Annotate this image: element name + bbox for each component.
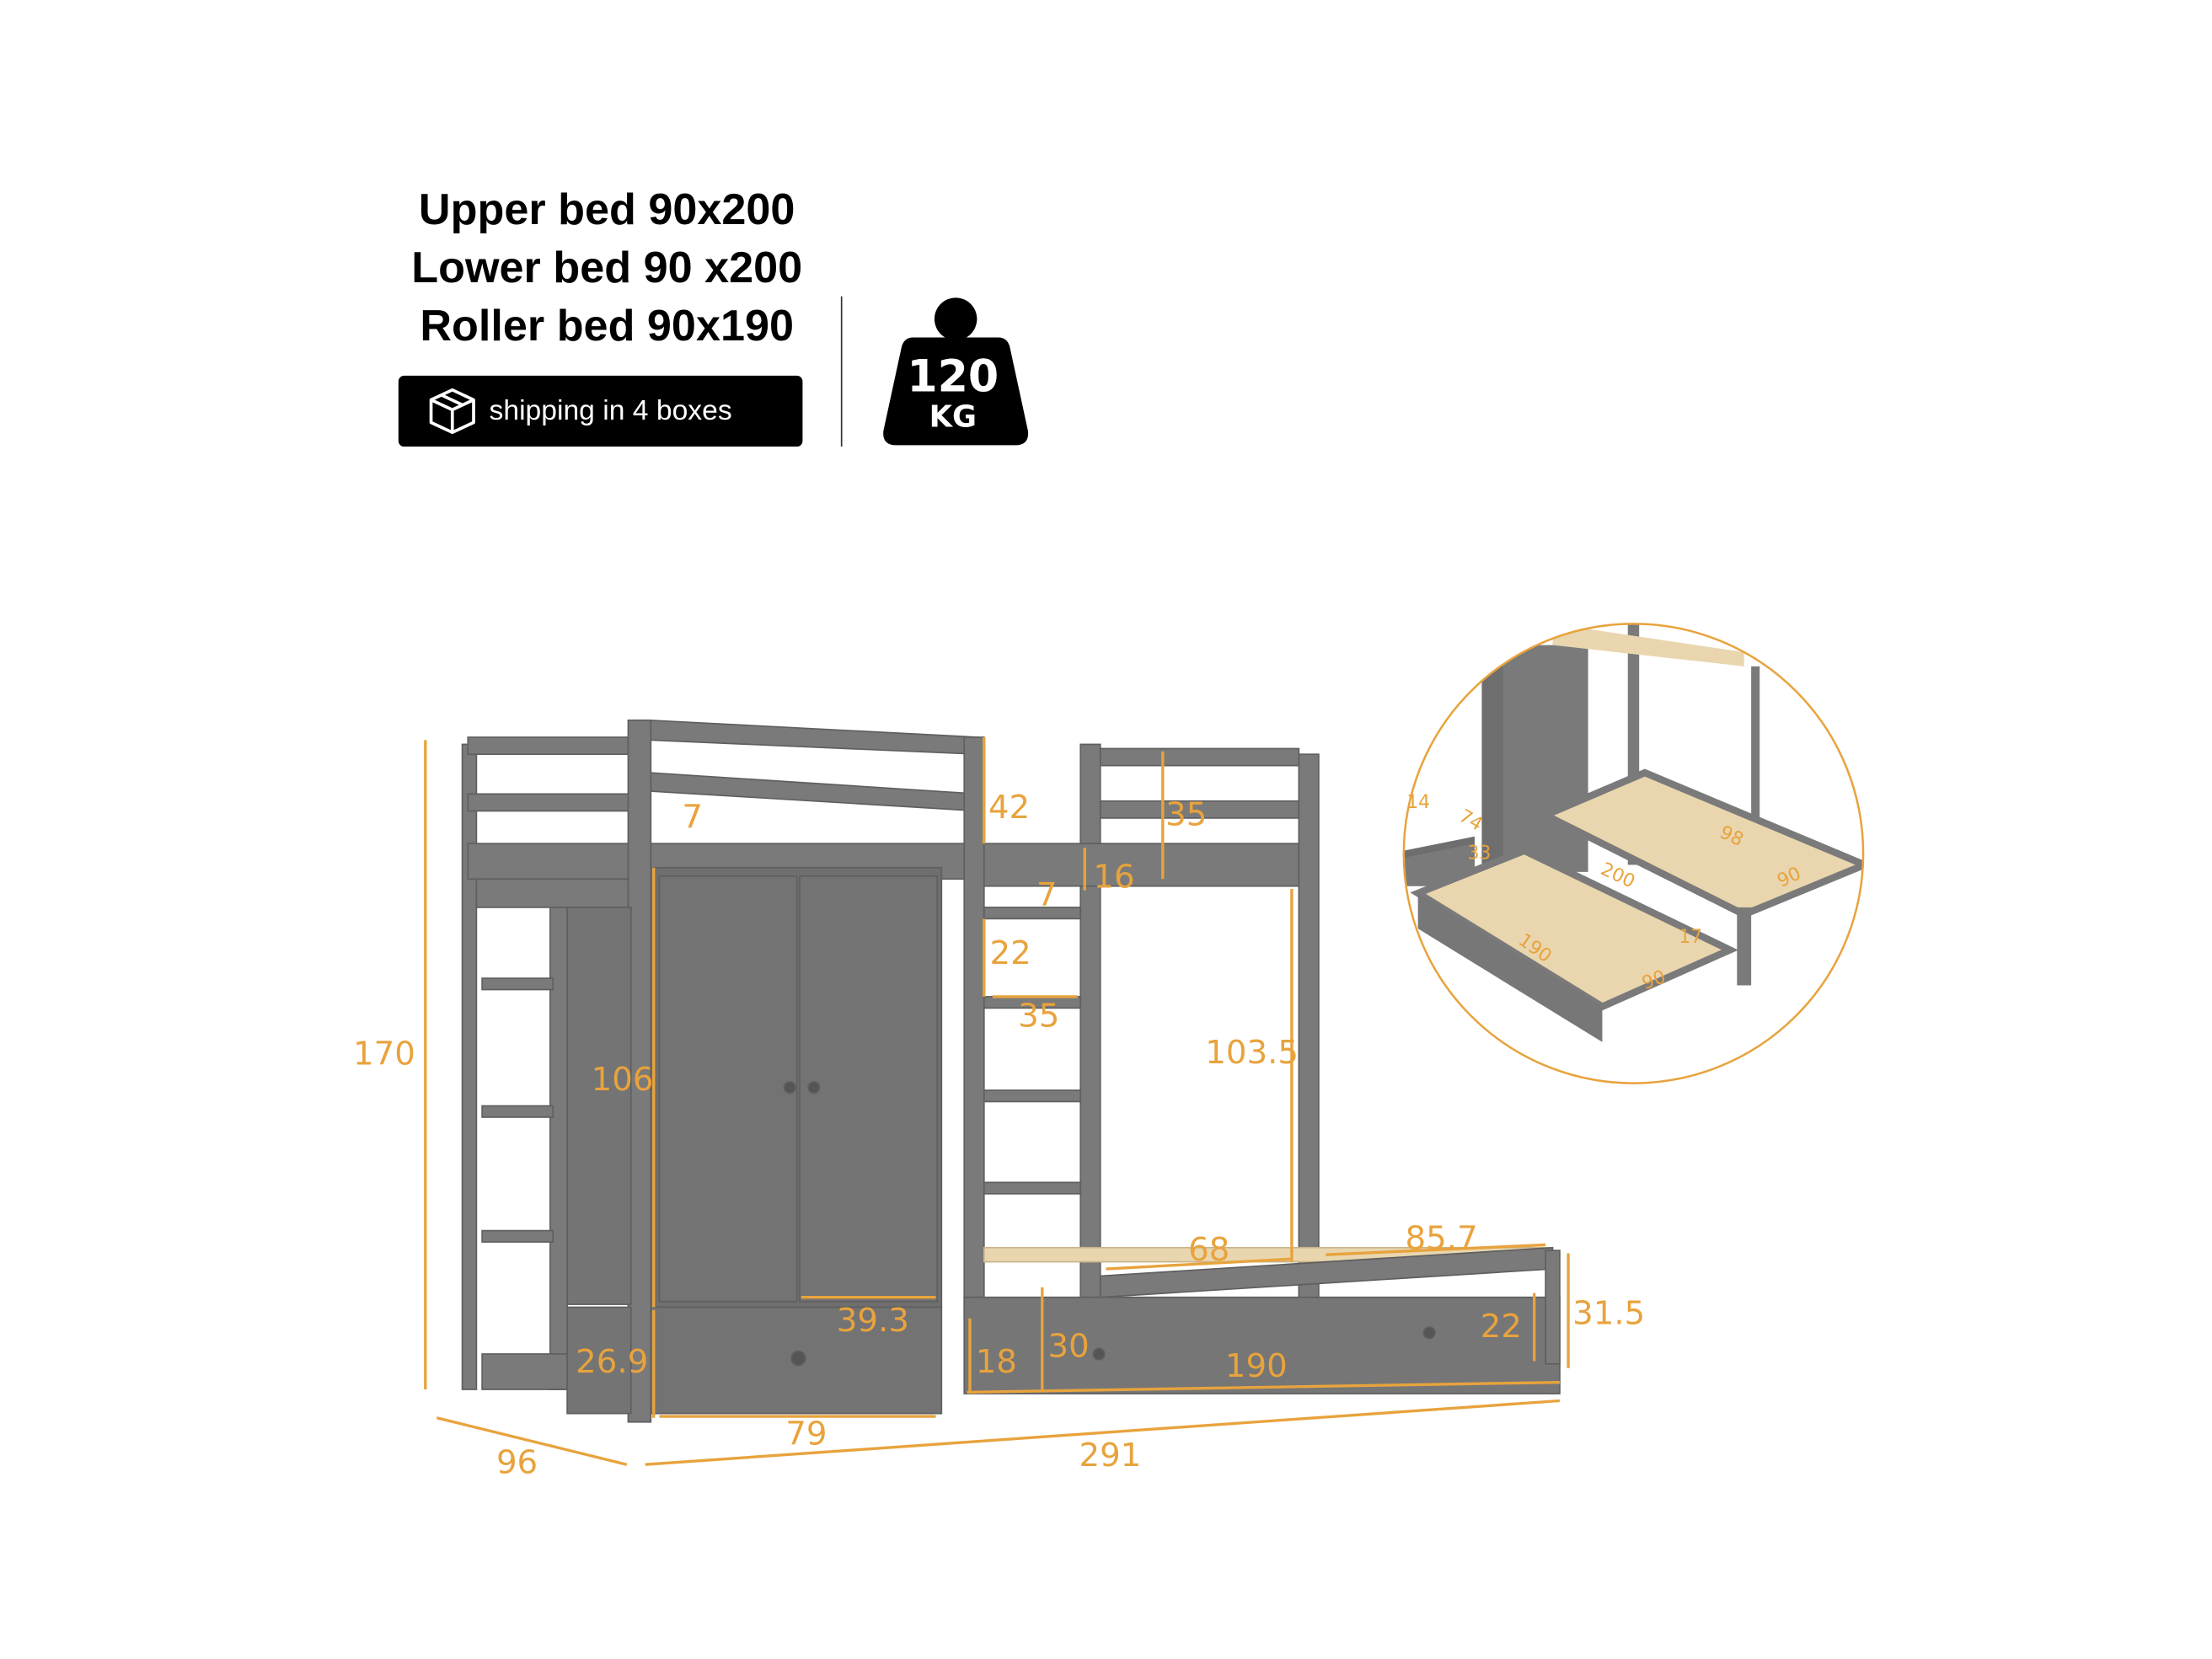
dim-roller-31-5: 31.5	[1572, 1295, 1645, 1333]
dim-total-depth: 96	[496, 1443, 538, 1481]
inset-step-d: 33	[1468, 843, 1492, 864]
dim-rail-gap: 7	[682, 799, 703, 837]
dim-total-height: 170	[353, 1036, 415, 1073]
shipping-badge: shipping in 4 boxes	[398, 375, 803, 447]
dimension-lines	[424, 737, 1570, 1466]
dim-rail-7: 7	[1036, 876, 1058, 914]
dim-wardrobe-width: 79	[785, 1416, 827, 1453]
inset-roller-17: 17	[1679, 927, 1702, 948]
dim-lower-clearance: 103.5	[1205, 1034, 1299, 1072]
shipping-text: shipping in 4 boxes	[489, 394, 732, 426]
box-icon	[429, 388, 475, 435]
dim-base-30: 30	[1048, 1327, 1090, 1365]
lower-bed-spec: Lower bed 90 x200	[411, 242, 803, 292]
dim-drawer-height: 26.9	[576, 1343, 648, 1381]
upper-bed-spec: Upper bed 90x200	[418, 184, 795, 234]
dimension-labels: 7 42 35 16 7 22 35 170 106 103.5 68 85.7…	[353, 789, 1645, 1481]
weight-badge: 120 KG	[882, 295, 1030, 447]
inset-circle	[1402, 623, 1865, 1084]
dim-ladder-step: 22	[990, 934, 1031, 972]
dim-ladder-width: 35	[1018, 997, 1059, 1035]
dim-wardrobe-height: 106	[592, 1061, 654, 1099]
bed-frame	[461, 719, 1561, 1423]
dim-guard-height: 42	[988, 789, 1030, 827]
dim-roller-22: 22	[1481, 1308, 1522, 1346]
dim-lower-85-7: 85.7	[1406, 1219, 1478, 1257]
roller-bed-spec: Roller bed 90x190	[420, 300, 794, 351]
dim-base-18: 18	[976, 1343, 1017, 1381]
dim-lower-68: 68	[1188, 1231, 1229, 1269]
inset-step-h: 14	[1406, 792, 1430, 813]
dim-total-length: 291	[1079, 1437, 1142, 1474]
roller-bed-inset: 14 74 33 98 200 90 190 17 90	[1402, 623, 1865, 1084]
dim-roller-length: 190	[1225, 1347, 1288, 1385]
weight-value: 120	[907, 351, 999, 402]
dim-right-guard: 35	[1165, 795, 1207, 833]
weight-unit: KG	[929, 399, 977, 434]
dim-wardrobe-depth: 39.3	[837, 1302, 909, 1340]
divider	[840, 296, 843, 447]
weight-icon: 120 KG	[883, 297, 1029, 446]
dim-rail-16: 16	[1093, 858, 1134, 896]
